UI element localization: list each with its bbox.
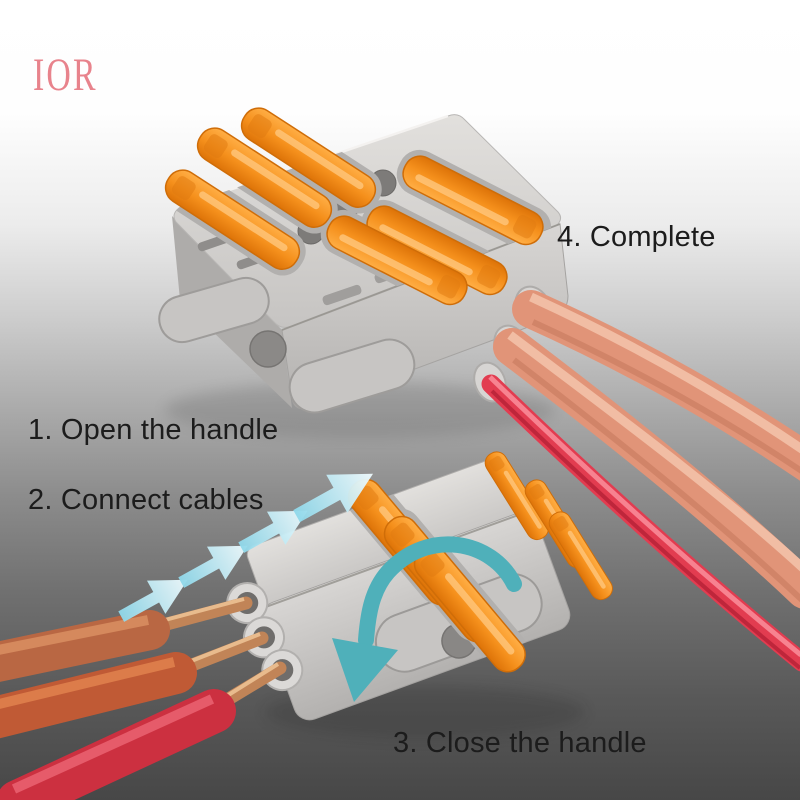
input-wires bbox=[0, 596, 287, 800]
brand-logo: IOR bbox=[33, 49, 98, 101]
insert-direction-arrows bbox=[118, 473, 374, 622]
step-4-label: 4. Complete bbox=[557, 221, 716, 253]
salmon-wire-1 bbox=[512, 290, 800, 481]
arrow-up-right-icon bbox=[238, 510, 308, 553]
top-connector bbox=[158, 101, 569, 438]
arrow-up-right-icon bbox=[293, 473, 374, 523]
output-wires bbox=[481, 290, 800, 672]
front-recess-right bbox=[288, 338, 416, 414]
red-input-wire bbox=[0, 689, 236, 800]
red-wire bbox=[481, 374, 800, 672]
top-connector-shadow bbox=[165, 382, 555, 438]
front-recess-left bbox=[158, 276, 270, 344]
step-3-label: 3. Close the handle bbox=[393, 727, 647, 759]
orange-red-wire bbox=[0, 652, 197, 739]
brown-wire bbox=[0, 610, 170, 682]
arrow-up-right-icon bbox=[178, 545, 248, 588]
salmon-wire-2 bbox=[493, 328, 800, 609]
close-handle-curved-arrow-icon bbox=[332, 536, 522, 702]
arrow-up-right-icon bbox=[118, 579, 188, 622]
mounting-hole bbox=[249, 330, 287, 368]
bottom-connector bbox=[0, 447, 617, 800]
step-2-label: 2. Connect cables bbox=[28, 484, 264, 516]
step-1-label: 1. Open the handle bbox=[28, 414, 279, 446]
